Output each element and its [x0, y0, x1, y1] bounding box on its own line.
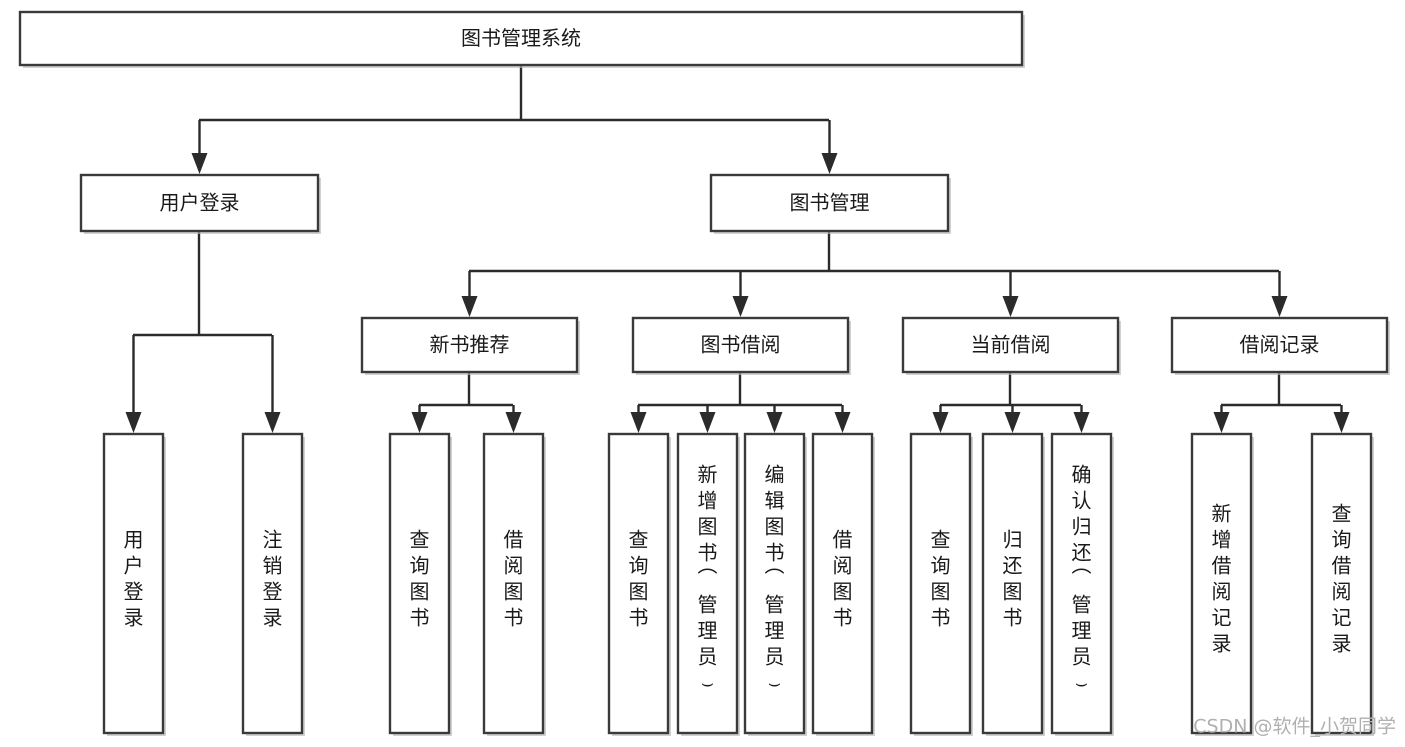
bracket-glyph: ⌣ — [768, 671, 781, 695]
node-label: 确认归还⌒管理员⌣ — [1072, 463, 1092, 695]
node-label: 用户登录 — [124, 528, 144, 630]
arrow-head-leaf-query-book-rec — [411, 412, 428, 433]
node-label: 新增图书⌒管理员⌣ — [698, 463, 718, 695]
arrow-head-leaf-borrow-book-rec — [505, 412, 522, 433]
node-box[interactable] — [1170, 316, 1389, 374]
node-leaf-user-login[interactable]: 用户登录 — [102, 432, 166, 736]
connector-group-user-login — [125, 231, 281, 433]
watermark-label: CSDN @软件_小贺同学 — [1193, 716, 1396, 738]
node-label: 注销登录 — [263, 528, 283, 630]
node-label: 查询图书 — [410, 528, 430, 630]
node-label: 图书管理 — [790, 191, 870, 215]
node-borrow-record[interactable]: 借阅记录 — [1170, 316, 1390, 375]
arrow-head-new-book-recommend — [461, 296, 478, 317]
node-leaf-edit-book-admin[interactable]: 编辑图书⌒管理员⌣ — [743, 432, 807, 736]
connector-group-current-borrow — [932, 372, 1090, 433]
node-box[interactable] — [676, 432, 739, 735]
arrow-head-leaf-add-book-admin — [699, 412, 716, 433]
node-label: 新书推荐 — [430, 333, 510, 357]
connector-group-new-book-recommend — [411, 372, 522, 433]
connector-group-book-borrow — [630, 372, 851, 433]
arrow-head-leaf-return-book — [1004, 412, 1021, 433]
bracket-glyph: ⌒ — [698, 567, 718, 591]
connector-group-book-management — [461, 231, 1288, 317]
connector-layer — [125, 65, 1350, 433]
node-leaf-return-book[interactable]: 归还图书 — [981, 432, 1045, 736]
node-label: 图书借阅 — [701, 333, 781, 357]
node-box[interactable] — [607, 432, 670, 735]
node-box[interactable] — [1190, 432, 1253, 735]
connector-group-root — [191, 65, 838, 174]
node-box[interactable] — [102, 432, 165, 735]
node-leaf-add-borrow-record[interactable]: 新增借阅记录 — [1190, 432, 1254, 736]
node-label: 图书管理系统 — [461, 26, 581, 50]
node-label: 新增借阅记录 — [1212, 502, 1232, 656]
connector-group-borrow-record — [1213, 372, 1350, 433]
arrow-head-leaf-edit-book-admin — [766, 412, 783, 433]
node-label: 用户登录 — [160, 191, 240, 215]
arrow-head-borrow-record — [1271, 296, 1288, 317]
node-current-borrow[interactable]: 当前借阅 — [901, 316, 1121, 375]
arrow-head-leaf-logout — [264, 412, 281, 433]
node-leaf-confirm-return-admin[interactable]: 确认归还⌒管理员⌣ — [1050, 432, 1114, 736]
node-label: 查询借阅记录 — [1332, 502, 1352, 656]
node-box[interactable] — [631, 316, 850, 374]
node-user-login[interactable]: 用户登录 — [79, 173, 321, 234]
node-leaf-add-book-admin[interactable]: 新增图书⌒管理员⌣ — [676, 432, 740, 736]
arrow-head-book-borrow — [732, 296, 749, 317]
arrow-head-leaf-confirm-return-admin — [1073, 412, 1090, 433]
arrow-head-leaf-query-book-current — [932, 412, 949, 433]
node-leaf-logout[interactable]: 注销登录 — [241, 432, 305, 736]
node-box[interactable] — [743, 432, 806, 735]
node-box[interactable] — [1050, 432, 1113, 735]
bracket-glyph: ⌒ — [1072, 567, 1092, 591]
bracket-glyph: ⌒ — [765, 567, 785, 591]
arrow-head-leaf-add-borrow-record — [1213, 412, 1230, 433]
node-label: 当前借阅 — [971, 333, 1051, 357]
node-box[interactable] — [981, 432, 1044, 735]
arrow-head-leaf-query-borrow-record — [1333, 412, 1350, 433]
node-box[interactable] — [388, 432, 451, 735]
arrow-head-user-login — [191, 153, 208, 174]
node-label: 编辑图书⌒管理员⌣ — [765, 463, 785, 695]
node-box[interactable] — [909, 432, 972, 735]
node-leaf-borrow-book-rec[interactable]: 借阅图书 — [482, 432, 546, 736]
node-label: 查询图书 — [931, 528, 951, 630]
node-box[interactable] — [79, 173, 320, 233]
bracket-glyph: ⌣ — [701, 671, 714, 695]
node-label: 借阅图书 — [833, 528, 853, 630]
node-label: 查询图书 — [629, 528, 649, 630]
node-book-management[interactable]: 图书管理 — [709, 173, 951, 234]
node-root[interactable]: 图书管理系统 — [18, 10, 1025, 68]
node-leaf-query-book-current[interactable]: 查询图书 — [909, 432, 973, 736]
arrow-head-leaf-borrow-book — [834, 412, 851, 433]
node-book-borrow[interactable]: 图书借阅 — [631, 316, 851, 375]
node-label: 借阅图书 — [504, 528, 524, 630]
bracket-glyph: ⌣ — [1075, 671, 1088, 695]
arrow-head-book-management — [821, 153, 838, 174]
node-layer: 图书管理系统用户登录图书管理新书推荐图书借阅当前借阅借阅记录用户登录注销登录查询… — [18, 10, 1390, 736]
node-box[interactable] — [18, 10, 1024, 67]
node-leaf-borrow-book[interactable]: 借阅图书 — [811, 432, 875, 736]
node-new-book-recommend[interactable]: 新书推荐 — [360, 316, 580, 375]
node-label: 借阅记录 — [1240, 333, 1320, 357]
node-leaf-query-book-rec[interactable]: 查询图书 — [388, 432, 452, 736]
node-box[interactable] — [901, 316, 1120, 374]
node-box[interactable] — [482, 432, 545, 735]
arrow-head-leaf-query-book-borrow — [630, 412, 647, 433]
node-leaf-query-book-borrow[interactable]: 查询图书 — [607, 432, 671, 736]
node-box[interactable] — [1310, 432, 1373, 735]
node-box[interactable] — [709, 173, 950, 233]
node-label: 归还图书 — [1003, 528, 1023, 630]
node-box[interactable] — [360, 316, 579, 374]
node-leaf-query-borrow-record[interactable]: 查询借阅记录 — [1310, 432, 1374, 736]
node-box[interactable] — [241, 432, 304, 735]
arrow-head-current-borrow — [1002, 296, 1019, 317]
node-box[interactable] — [811, 432, 874, 735]
arrow-head-leaf-user-login — [125, 412, 142, 433]
